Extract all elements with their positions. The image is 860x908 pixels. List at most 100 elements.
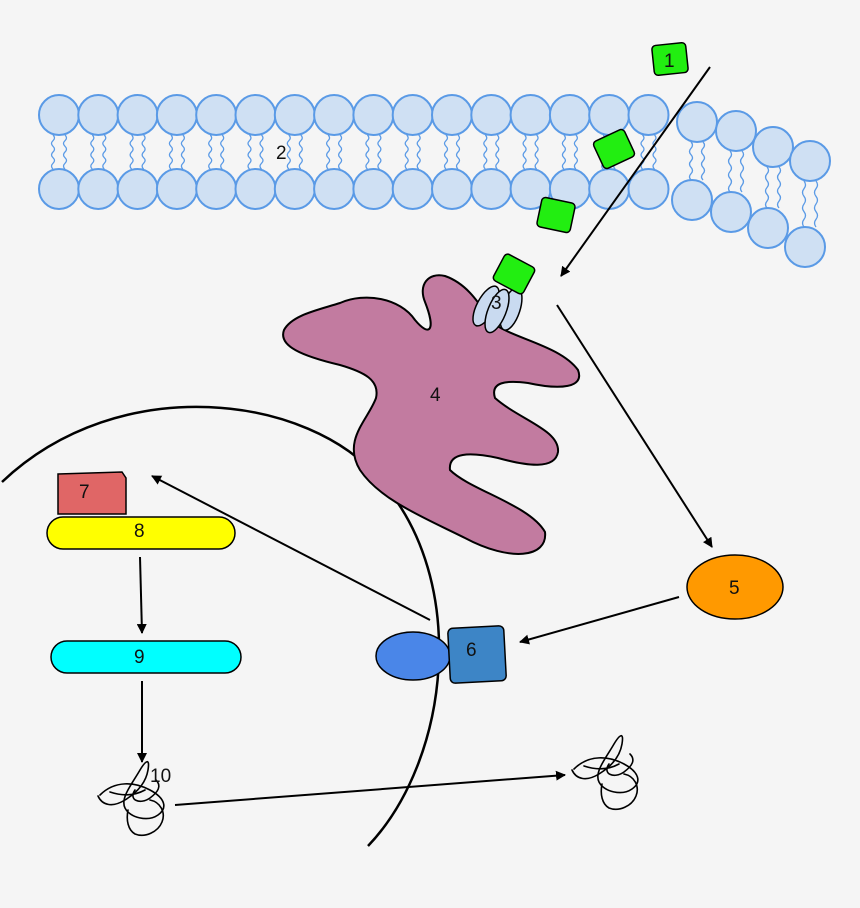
- lipid-head: [588, 94, 631, 136]
- lipid-tail: [443, 134, 449, 170]
- lipid-tail: [220, 134, 225, 170]
- protein-label: 10: [150, 766, 171, 787]
- lipid-head: [77, 94, 120, 136]
- factor-label: 7: [79, 482, 90, 503]
- receptor-site-label: 3: [491, 293, 502, 314]
- ligand-bound: [492, 253, 536, 295]
- lipid-tail: [247, 134, 252, 170]
- arrow-protein-to-secretion: [174, 770, 566, 806]
- lipid-head: [676, 101, 718, 143]
- lipid-tail: [50, 134, 56, 170]
- lipid-tail: [365, 134, 370, 170]
- pathway-arrows: [136, 66, 713, 806]
- lipid-head: [195, 168, 238, 210]
- lipid-tail: [522, 134, 527, 170]
- lipid-tail: [416, 134, 421, 170]
- arrow-gene-to-mrna: [136, 556, 147, 634]
- lipid-head: [548, 94, 591, 136]
- lipid-head: [155, 168, 198, 210]
- lipid-tail: [561, 134, 567, 170]
- lipid-tail: [325, 134, 331, 170]
- lipid-tail: [455, 134, 461, 170]
- receptor-protein: [282, 274, 581, 555]
- transcription-factor: [57, 471, 127, 515]
- lipid-head: [627, 168, 670, 210]
- lipid-tail: [90, 134, 95, 170]
- lipid-tail: [62, 134, 68, 170]
- lipid-head: [391, 168, 434, 210]
- lipid-tail: [534, 134, 539, 170]
- folded-protein-icon: [97, 760, 165, 837]
- lipid-tail: [739, 150, 745, 193]
- second-messenger: [686, 554, 784, 620]
- kinase-label: 6: [466, 640, 477, 661]
- lipid-head: [313, 168, 356, 210]
- lipid-tail: [377, 134, 382, 170]
- lipid-heads: [38, 94, 831, 268]
- lipid-tail: [813, 180, 819, 228]
- lipid-head: [747, 207, 789, 249]
- lipid-head: [431, 94, 473, 136]
- lipid-tail: [801, 180, 807, 228]
- lipid-tail: [286, 134, 291, 170]
- lipid-tail: [259, 134, 264, 170]
- lipid-tail: [208, 134, 213, 170]
- lipid-tail: [727, 150, 733, 193]
- lipid-tail: [483, 134, 488, 170]
- receptor-label: 4: [430, 385, 441, 406]
- lipid-tail: [141, 134, 146, 170]
- lipid-head: [391, 94, 434, 136]
- lipid-tail: [180, 134, 186, 170]
- arrow-ligand-to-receptor: [560, 66, 711, 277]
- lipid-head: [352, 168, 395, 210]
- lipid-head: [752, 126, 794, 168]
- mrna-label: 9: [134, 647, 145, 668]
- lipid-head: [116, 168, 159, 210]
- lipid-tail: [776, 166, 782, 209]
- lipid-tail: [337, 134, 343, 170]
- lipid-tails: [50, 134, 819, 228]
- lipid-head: [38, 168, 80, 210]
- ligand-moving-1: [592, 128, 636, 170]
- gene-label: 8: [134, 521, 145, 542]
- lipid-head: [234, 168, 277, 210]
- lipid-head: [195, 94, 238, 136]
- lipid-head: [509, 94, 552, 136]
- lipid-tail: [652, 134, 657, 170]
- kinase-partner: [375, 631, 451, 681]
- lipid-head: [627, 94, 670, 136]
- lipid-head: [273, 168, 316, 210]
- lipid-head: [470, 168, 513, 210]
- lipid-head: [715, 110, 757, 152]
- lipid-head: [470, 94, 513, 136]
- lipid-head: [710, 191, 752, 233]
- cell-membrane-bilayer: [38, 94, 831, 268]
- lipid-head: [234, 94, 277, 136]
- messenger-label: 5: [729, 578, 740, 599]
- lipid-tail: [495, 134, 500, 170]
- lipid-head: [784, 226, 826, 268]
- lipid-tail: [688, 141, 694, 181]
- lipid-head: [116, 94, 159, 136]
- ligand-moving-2: [536, 196, 576, 234]
- lipid-head: [671, 179, 713, 221]
- lipid-head: [155, 94, 198, 136]
- secreted-protein-icon: [571, 734, 639, 811]
- lipid-tail: [102, 134, 107, 170]
- kinase: [447, 625, 507, 684]
- lipid-tail: [700, 141, 706, 181]
- lipid-tail: [168, 134, 174, 170]
- arrow-receptor-to-messenger: [556, 304, 713, 548]
- ligand-molecule: [651, 41, 689, 77]
- lipid-head: [313, 94, 356, 136]
- lipid-head: [789, 140, 831, 182]
- lipid-tail: [129, 134, 134, 170]
- lipid-tail: [573, 134, 579, 170]
- lipid-tail: [764, 166, 770, 209]
- receptor-binding-site: [472, 285, 523, 334]
- lipid-head: [352, 94, 395, 136]
- lipid-head: [77, 168, 120, 210]
- arrow-kinase-to-factor: [151, 475, 431, 621]
- ligand-label: 1: [664, 51, 675, 72]
- lipid-tail: [298, 134, 303, 170]
